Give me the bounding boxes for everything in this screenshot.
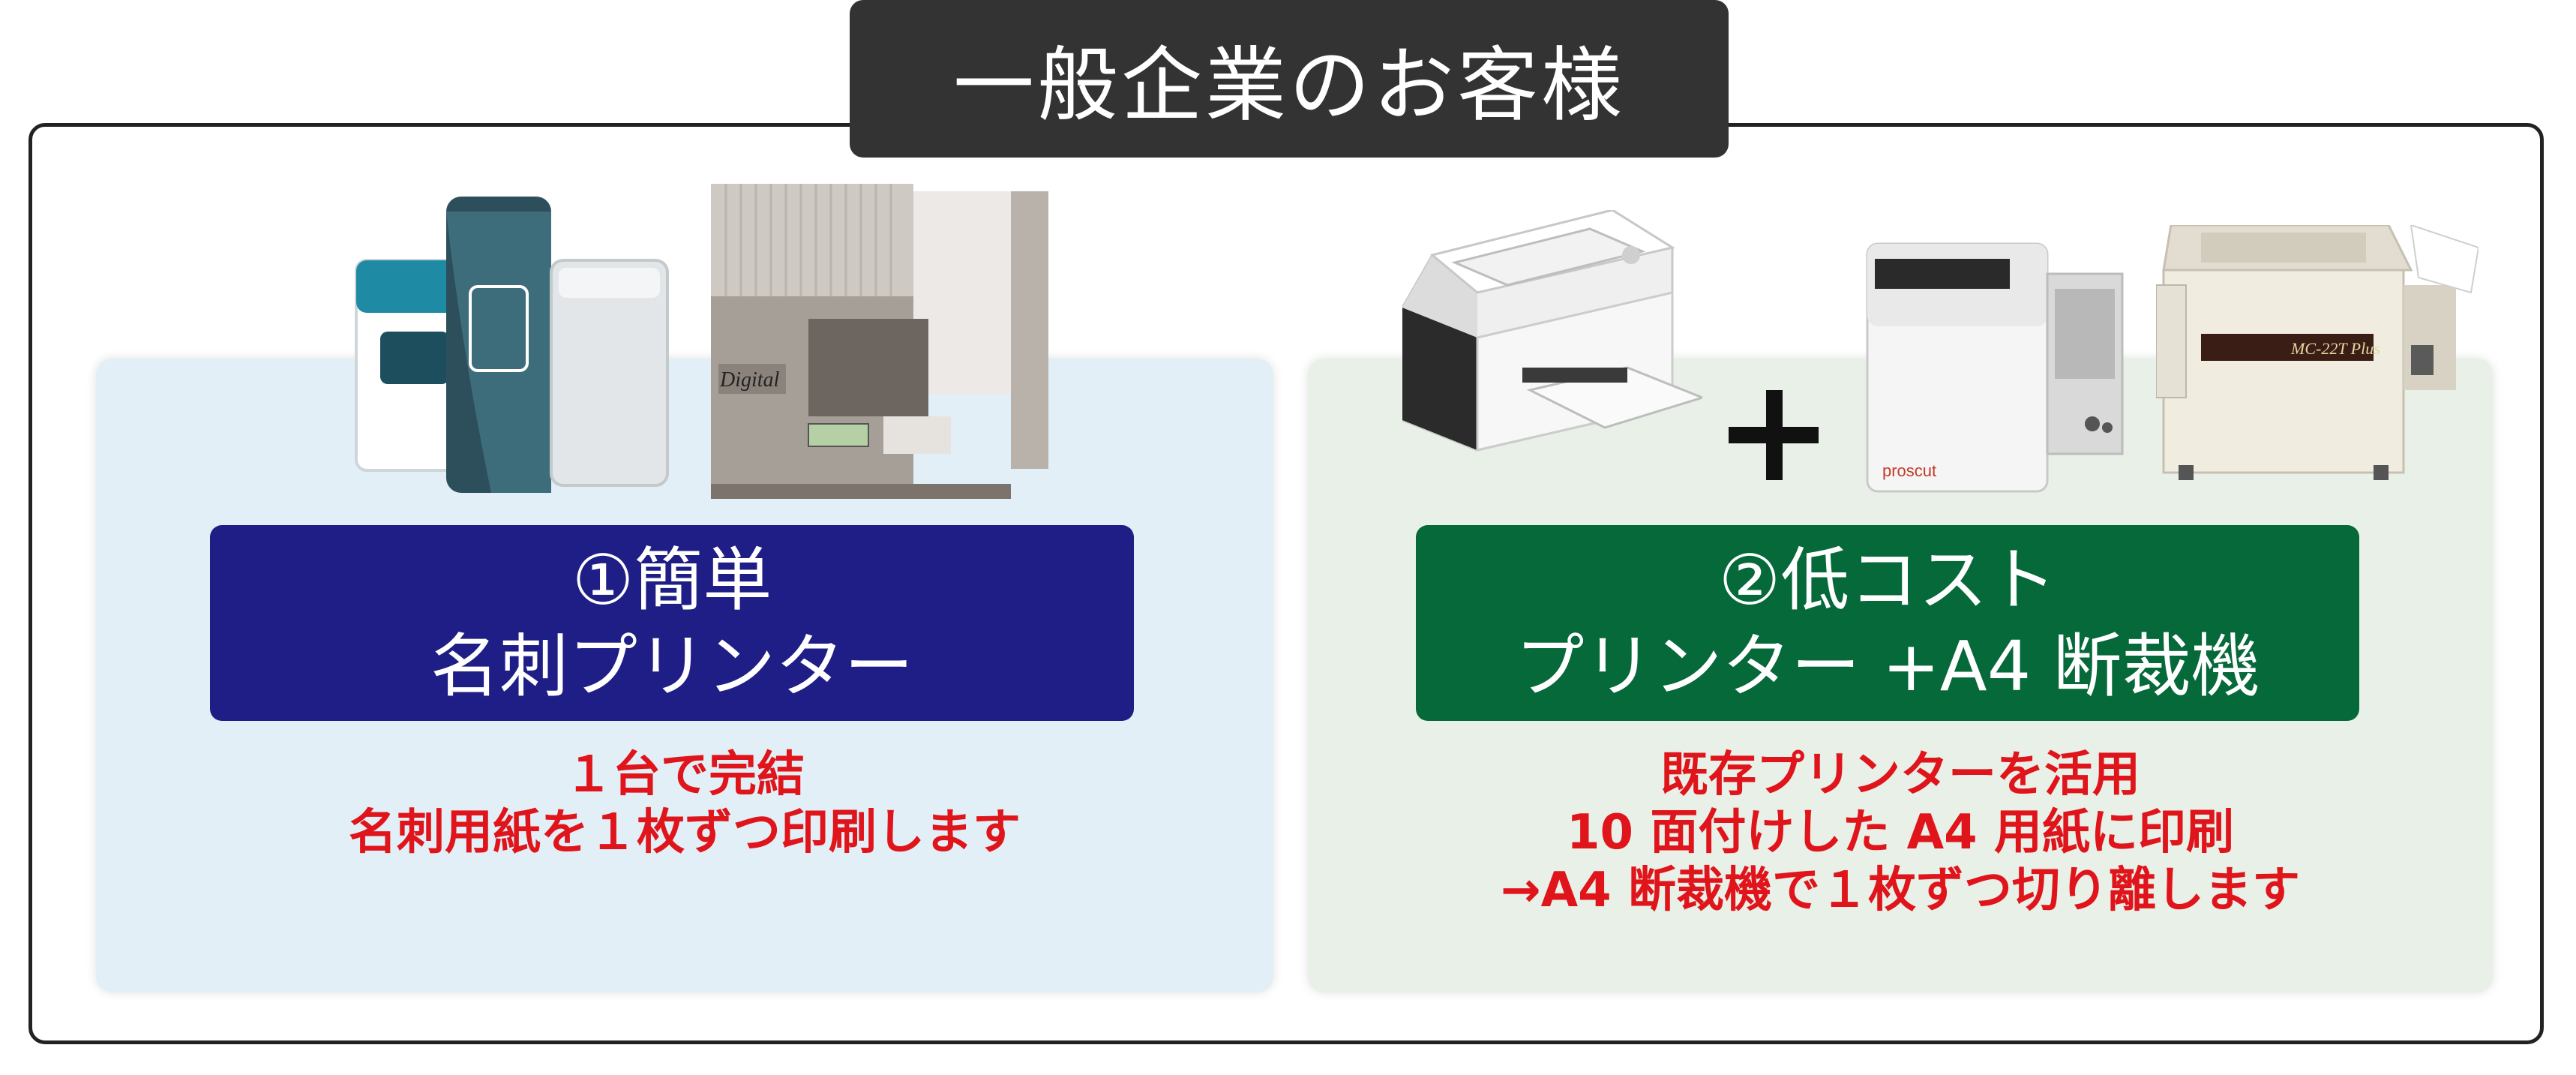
right-desc-line3: →A4 断裁機で１枚ずつ切り離します <box>1501 862 2300 918</box>
left-description: １台で完結 名刺用紙を１枚ずつ印刷します <box>96 746 1273 862</box>
digital-card-printer-illustration: Digital <box>711 184 1048 499</box>
a4-cutter-mc22t-illustration: MC-22T Plus <box>2156 225 2479 480</box>
right-label-line2: プリンター +A4 断裁機 <box>1515 626 2260 707</box>
page-title: 一般企業のお客様 <box>850 0 1729 158</box>
a4-cutter-proscut-illustration: proscut <box>1866 242 2124 493</box>
simple-card-printer-label: ①簡単 名刺プリンター <box>210 525 1134 721</box>
card-printer-illustration <box>355 197 669 493</box>
plus-icon <box>1729 390 1819 480</box>
left-label-line1: ①簡単 <box>571 539 772 620</box>
cutter-model-text: MC-22T Plus <box>2290 339 2380 358</box>
low-cost-printer-cutter-label: ②低コスト プリンター +A4 断裁機 <box>1416 525 2359 721</box>
printer-brand-text: Digital <box>719 368 780 392</box>
cutter-brand-text: proscut <box>1882 461 1936 480</box>
left-desc-line2: 名刺用紙を１枚ずつ印刷します <box>349 804 1021 860</box>
right-desc-line1: 既存プリンターを活用 <box>1660 747 2140 803</box>
office-printer-illustration <box>1402 210 1702 452</box>
right-desc-line2: 10 面付けした A4 用紙に印刷 <box>1567 804 2234 860</box>
left-label-line2: 名刺プリンター <box>430 626 913 707</box>
left-desc-line1: １台で完結 <box>565 747 805 803</box>
right-description: 既存プリンターを活用 10 面付けした A4 用紙に印刷 →A4 断裁機で１枚ず… <box>1308 746 2493 919</box>
right-label-line1: ②低コスト <box>1718 539 2057 620</box>
